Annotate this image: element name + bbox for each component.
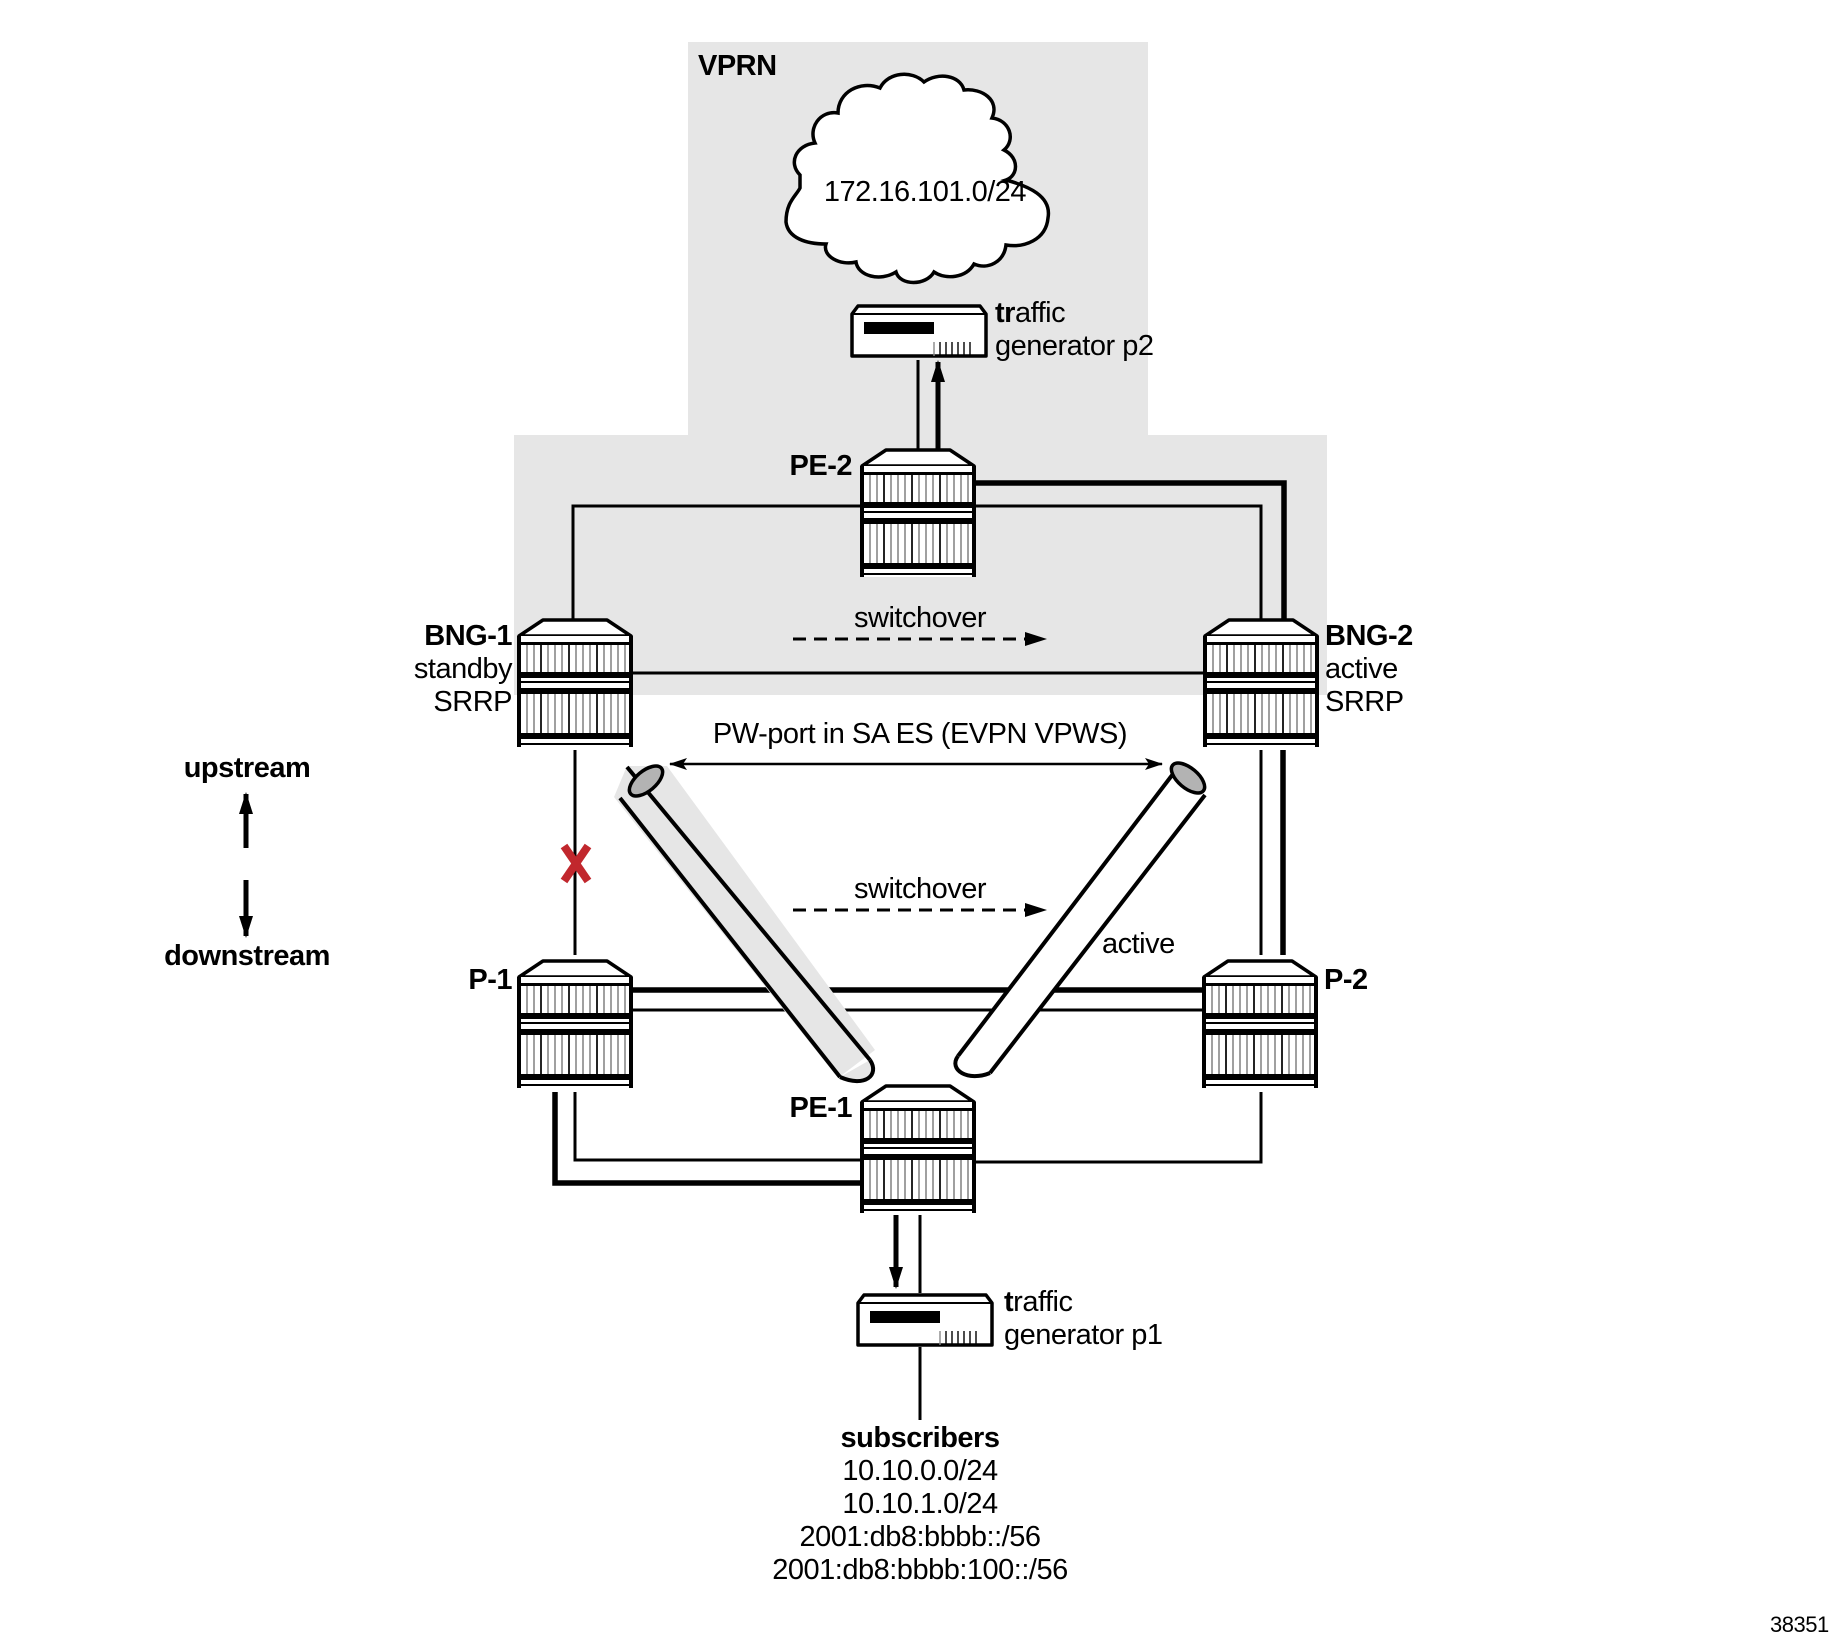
traffic-generator-p2[interactable] [850,304,988,358]
pe2-label: PE-2 [789,450,853,482]
router-bng2[interactable] [1203,618,1319,749]
tg2-label-line2: generator p2 [995,330,1154,362]
link-p1-pe1-thick [552,1092,862,1186]
vprn-region [514,42,1327,695]
subscriber-prefix: 10.10.1.0/24 [842,1488,998,1520]
router-bng1[interactable] [517,618,633,749]
cloud-172-16-101-0 [784,72,1051,285]
switchover-label-mid: switchover [854,873,987,905]
p2-label: P-2 [1324,964,1368,996]
bng2-label: BNG-2 [1325,620,1413,652]
tunnel-active-bng2-pe1 [953,761,1207,1079]
pw-port-label: PW-port in SA ES (EVPN VPWS) [712,718,1128,750]
tunnel-standby-bng1-pe1 [614,764,876,1084]
subscriber-prefix: 10.10.0.0/24 [842,1455,998,1487]
subscriber-prefix: 2001:db8:bbbb:100::/56 [772,1554,1068,1586]
upstream-label: upstream [183,752,311,784]
figure-id: 38351 [1770,1612,1829,1637]
link-p2-pe1 [973,1092,1263,1164]
link-pe2-bng1 [571,504,862,620]
traffic-generator-p2-label: traffic generator p2 [995,297,1154,363]
cloud-label: 172.16.101.0/24 [823,176,1027,208]
router-p1[interactable] [517,959,633,1090]
router-p2[interactable] [1202,959,1318,1090]
tg2-label-rest: affic [1014,297,1066,329]
bng1-state: standby [413,653,513,685]
bng2-protocol: SRRP [1325,686,1404,718]
switchover-label-top: switchover [854,602,987,634]
traffic-generator-p1[interactable] [856,1293,994,1347]
link-pe2-bng2-thick [973,480,1287,620]
tg1-label-bold: t [1004,1286,1014,1318]
vprn-label: VPRN [698,50,777,82]
bng2-state: active [1325,653,1398,685]
traffic-generator-p1-label: traffic generator p1 [1004,1286,1163,1352]
link-pe2-bng2-thin [973,504,1263,620]
tg1-label-rest: raffic [1013,1286,1073,1318]
active-tunnel-label: active [1102,928,1175,960]
subscribers-title: subscribers [840,1422,1000,1454]
router-pe2[interactable] [860,448,976,579]
subscriber-prefix: 2001:db8:bbbb::/56 [799,1521,1041,1553]
p1-label: P-1 [468,964,512,996]
bng1-label: BNG-1 [424,620,512,652]
pe1-label: PE-1 [789,1092,853,1124]
router-pe1[interactable] [860,1084,976,1215]
tg2-label-bold: tr [995,297,1015,329]
downstream-label: downstream [164,940,330,972]
link-p1-pe1-thin [573,1092,862,1162]
bng1-protocol: SRRP [433,686,512,718]
failure-mark-icon [560,843,592,884]
tg1-label-line2: generator p1 [1004,1319,1163,1351]
